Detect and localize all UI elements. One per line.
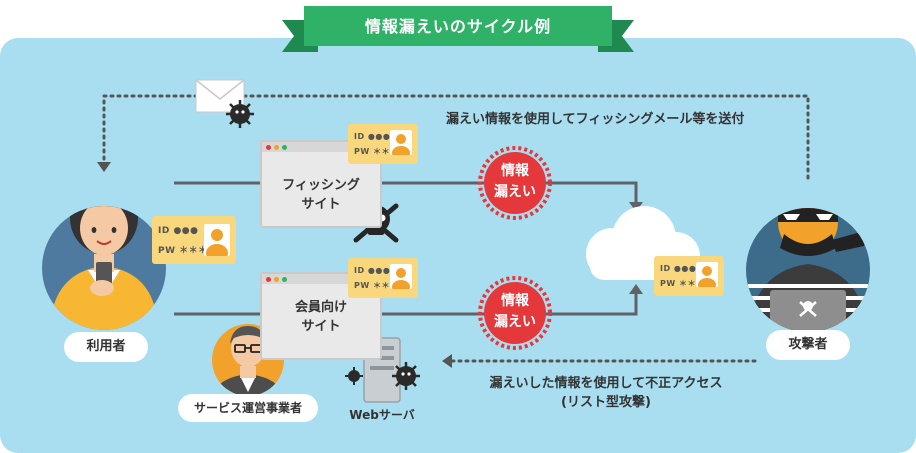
id-card: ID ●●● PW ＊＊＊	[348, 124, 418, 164]
leak-badge-line1: 情報	[501, 163, 529, 179]
user-avatar	[42, 206, 166, 330]
phishing-site-window: フィッシング サイト	[260, 140, 382, 228]
card-pw-text: PW ＊＊＊	[158, 246, 208, 256]
leak-badge-line2: 漏えい	[494, 184, 536, 200]
leak-badge-member-shape	[478, 276, 552, 350]
card-pw-text: PW ＊＊＊	[660, 279, 705, 288]
leak-badge-phishing: 情報 漏えい	[484, 161, 546, 203]
virus-icon	[345, 367, 363, 385]
card-id-text: ID ●●●	[158, 226, 199, 236]
title-ribbon	[282, 6, 634, 52]
id-card: ID ●●● PW ＊＊＊	[152, 216, 236, 264]
card-photo-icon	[696, 262, 718, 287]
top-dotted-arrow	[97, 94, 810, 180]
attacker-label: 攻撃者	[766, 330, 850, 360]
leak-badge-line1: 情報	[501, 293, 529, 309]
bottom-caption-line1: 漏えいした情報を使用して不正アクセス	[489, 376, 723, 391]
server-label: Webサーバ	[349, 408, 415, 422]
id-card: ID ●●● PW ＊＊＊	[654, 256, 724, 296]
user-label: 利用者	[64, 332, 148, 362]
flow-line-phishing	[174, 181, 643, 212]
card-id-text: ID ●●●	[354, 266, 391, 275]
card-id-text: ID ●●●	[354, 132, 391, 141]
card-pw-text: PW ＊＊＊	[354, 281, 399, 290]
card-id-text: ID ●●●	[660, 264, 697, 273]
member-site-line1: 会員向け	[294, 300, 347, 315]
id-card: ID ●●● PW ＊＊＊	[348, 258, 418, 298]
leak-badge-line2: 漏えい	[494, 314, 536, 330]
phishing-site-line1: フィッシング	[282, 178, 360, 193]
virus-icon	[392, 362, 420, 390]
operator-label: サービス運営事業者	[178, 394, 318, 422]
card-photo-icon	[204, 224, 230, 256]
browser-title-bar	[262, 142, 380, 152]
member-site-line2: サイト	[301, 319, 341, 334]
card-pw-text: PW ＊＊＊	[354, 147, 399, 156]
virus-icon	[226, 100, 254, 128]
browser-title-bar	[262, 274, 380, 284]
top-caption: 漏えい情報を使用してフィッシングメール等を送付	[446, 112, 745, 127]
phishing-site-line2: サイト	[301, 197, 341, 212]
bottom-caption-line2: (リスト型攻撃)	[561, 395, 651, 410]
bottom-dotted-arrow	[442, 354, 757, 368]
leak-badge-member: 情報 漏えい	[484, 291, 546, 333]
diagram-title: 情報漏えいのサイクル例	[364, 17, 552, 36]
leak-badge-phishing-shape	[478, 146, 552, 220]
card-photo-icon	[390, 130, 412, 155]
card-photo-icon	[390, 264, 412, 289]
attacker-avatar	[746, 208, 870, 332]
